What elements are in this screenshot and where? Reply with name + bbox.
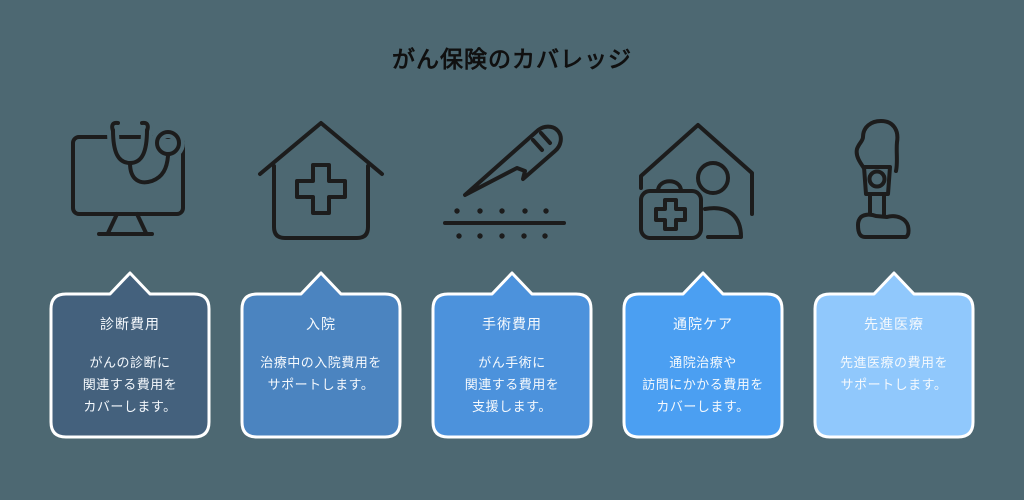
card-title: 入院 [306,316,336,332]
icon-box [55,110,205,260]
icon-box [246,110,396,260]
cancer-insurance-infographic: がん保険のカバレッジ 診断費用 がんの診断に 関連する費用を カバーします。 [0,46,1024,440]
icon-box [819,110,969,260]
coverage-item: 入院 治療中の入院費用を サポートします。 [239,110,403,440]
coverage-columns: 診断費用 がんの診断に 関連する費用を カバーします。 入院 治療中の入院費用を… [0,110,1024,440]
coverage-item: 診断費用 がんの診断に 関連する費用を カバーします。 [48,110,212,440]
coverage-item: 通院ケア 通院治療や 訪問にかかる費用を カバーします。 [621,110,785,440]
card-content: 先進医療 先進医療の費用を サポートします。 [822,294,966,432]
card-body: 治療中の入院費用を サポートします。 [260,355,382,393]
card-bubble-shape [49,271,211,439]
card-bubble-shape [240,271,402,439]
hospital-house-cross-icon [258,121,384,240]
icon-box [437,110,587,260]
coverage-card: 診断費用 がんの診断に 関連する費用を カバーします。 [48,268,212,440]
card-title: 先進医療 [864,316,924,332]
card-bubble-shape [622,271,784,439]
card-title: 通院ケア [673,316,733,332]
card-body: がん手術に 関連する費用を 支援します。 [464,355,560,415]
card-content: 手術費用 がん手術に 関連する費用を 支援します。 [440,294,584,432]
card-body: 通院治療や 訪問にかかる費用を カバーします。 [642,355,764,415]
surgical-scalpel-incision-icon [443,124,566,239]
card-body: がんの診断に 関連する費用を カバーします。 [82,355,178,415]
card-content: 通院ケア 通院治療や 訪問にかかる費用を カバーします。 [631,294,775,432]
home-visit-first-aid-icon [639,123,754,240]
coverage-card: 入院 治療中の入院費用を サポートします。 [239,268,403,440]
card-title: 手術費用 [482,316,542,332]
page-title: がん保険のカバレッジ [392,46,632,72]
coverage-card: 先進医療 先進医療の費用を サポートします。 [812,268,976,440]
card-bubble-shape [431,271,593,439]
coverage-item: 手術費用 がん手術に 関連する費用を 支援します。 [430,110,594,440]
icon-box [628,110,778,260]
card-content: 入院 治療中の入院費用を サポートします。 [249,294,393,432]
card-title: 診断費用 [100,316,160,332]
prosthetic-leg-icon [854,119,911,239]
telehealth-monitor-stethoscope-icon [71,120,185,236]
coverage-card: 通院ケア 通院治療や 訪問にかかる費用を カバーします。 [621,268,785,440]
coverage-card: 手術費用 がん手術に 関連する費用を 支援します。 [430,268,594,440]
card-content: 診断費用 がんの診断に 関連する費用を カバーします。 [58,294,202,432]
card-bubble-shape [813,271,975,439]
card-body: 先進医療の費用を サポートします。 [839,355,948,393]
coverage-item: 先進医療 先進医療の費用を サポートします。 [812,110,976,440]
